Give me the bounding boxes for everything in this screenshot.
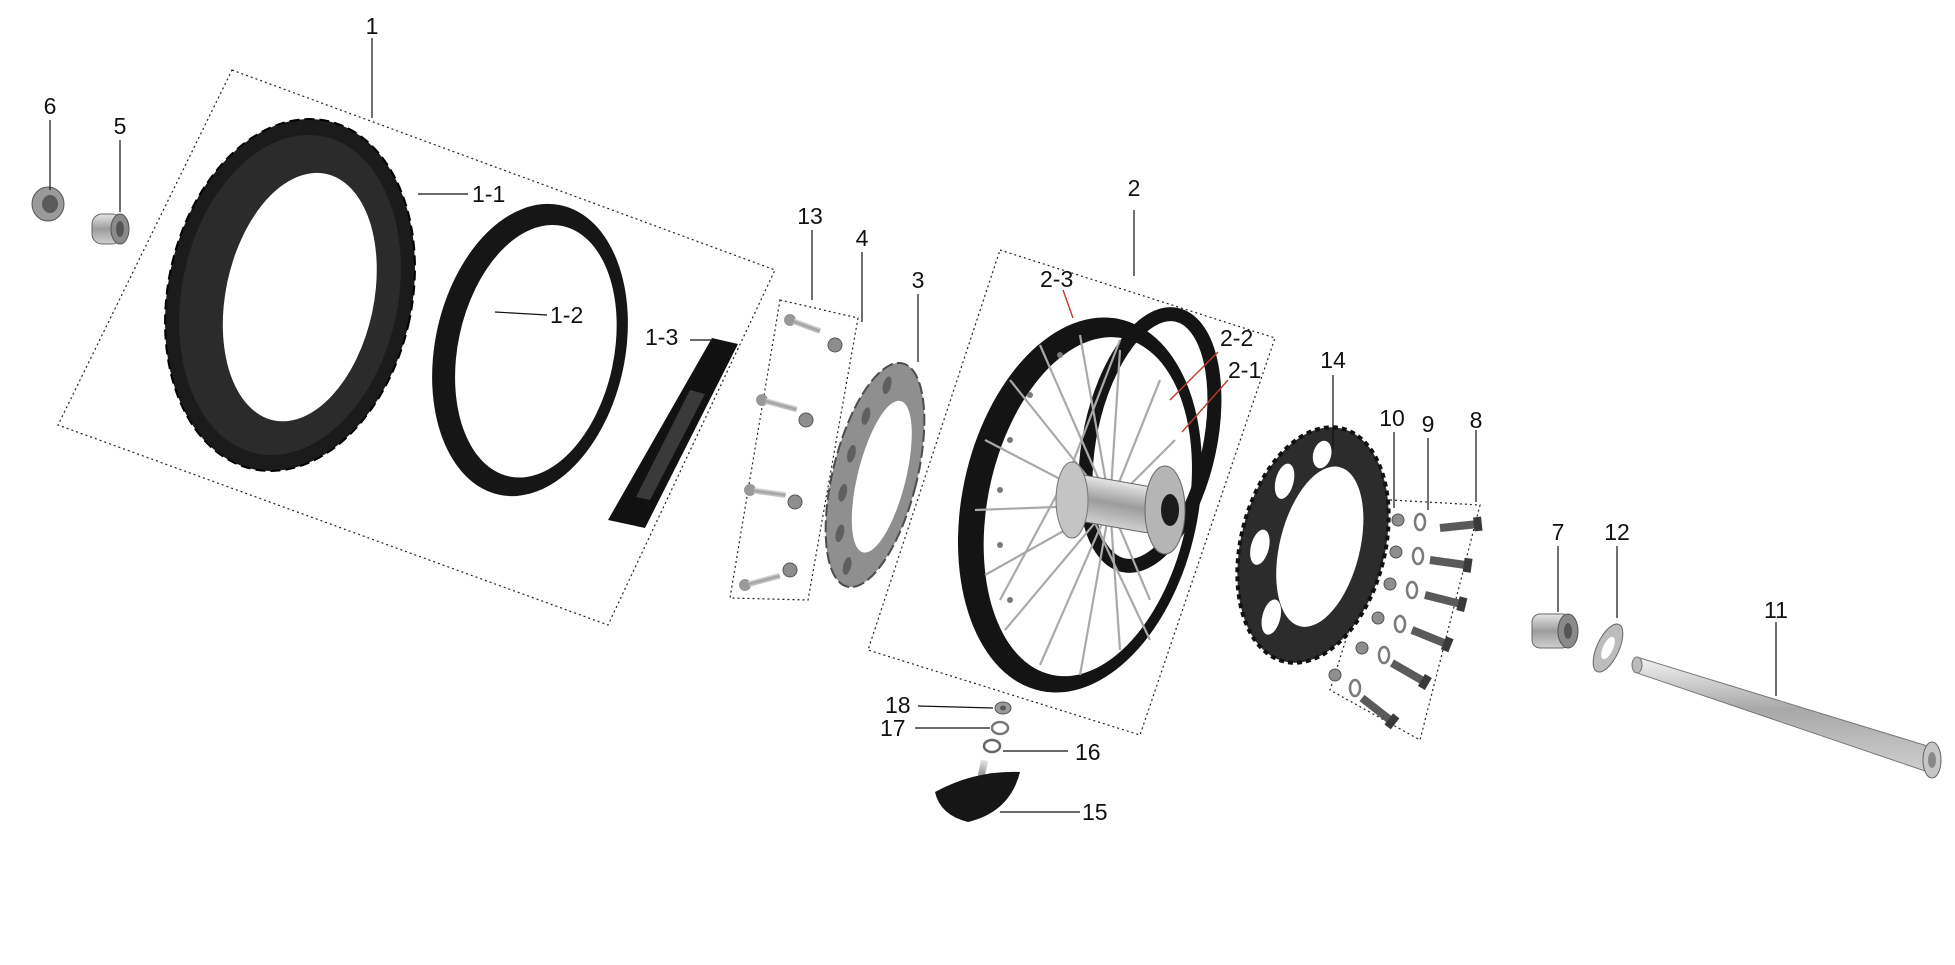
sprocket-washers-part	[1348, 512, 1427, 698]
callout-1-2: 1-2	[550, 302, 583, 328]
callout-2-1: 2-1	[1228, 357, 1261, 383]
callout-10: 10	[1379, 405, 1405, 431]
disc-bolt-group-box	[729, 299, 859, 601]
callout-4: 4	[856, 225, 869, 251]
axle-nut-part	[31, 186, 65, 222]
rim-strip-part	[608, 338, 738, 528]
callout-7: 7	[1552, 519, 1565, 545]
brake-disc-part	[824, 361, 926, 589]
sprocket-part	[1235, 425, 1391, 665]
rim-wheel-part	[958, 307, 1222, 693]
callout-1-1: 1-1	[472, 181, 505, 207]
leader-lines	[49, 38, 1777, 813]
callout-labels: 1 1-1 1-2 1-3 6 5 13 4 3 2 2-3 2-2 2-1 1…	[44, 13, 1788, 825]
callout-8: 8	[1470, 407, 1483, 433]
callout-1-3: 1-3	[645, 324, 678, 350]
axle-part	[1631, 656, 1942, 779]
callout-15: 15	[1082, 799, 1108, 825]
callout-17: 17	[880, 715, 906, 741]
right-spacer-part	[1531, 613, 1579, 649]
disc-bolts-part	[739, 314, 843, 591]
valve-ring-part	[982, 738, 1002, 754]
callout-1: 1	[366, 13, 379, 39]
inner-tube-part	[432, 203, 628, 497]
valve-washer-part	[990, 720, 1010, 736]
callout-11: 11	[1764, 597, 1788, 623]
callout-5: 5	[114, 113, 127, 139]
left-spacer-part	[91, 213, 130, 245]
callout-18: 18	[885, 692, 911, 718]
axle-washer-part	[1592, 623, 1624, 673]
rim-lock-part	[935, 759, 1020, 822]
callout-16: 16	[1075, 739, 1101, 765]
callout-2: 2	[1128, 175, 1141, 201]
tire-group-box	[57, 69, 776, 626]
callout-2-3: 2-3	[1040, 266, 1073, 292]
callout-3: 3	[912, 267, 925, 293]
callout-13: 13	[797, 203, 823, 229]
callout-6: 6	[44, 93, 57, 119]
valve-nut-part	[994, 701, 1012, 715]
sprocket-nuts-part	[1328, 513, 1405, 682]
sprocket-bolts-part	[1359, 516, 1483, 730]
callout-12: 12	[1604, 519, 1630, 545]
tire-part	[164, 118, 416, 472]
callout-2-2: 2-2	[1220, 325, 1253, 351]
callout-9: 9	[1422, 411, 1435, 437]
sprocket-bolt-group-box	[1329, 499, 1481, 741]
callout-14: 14	[1320, 347, 1346, 373]
